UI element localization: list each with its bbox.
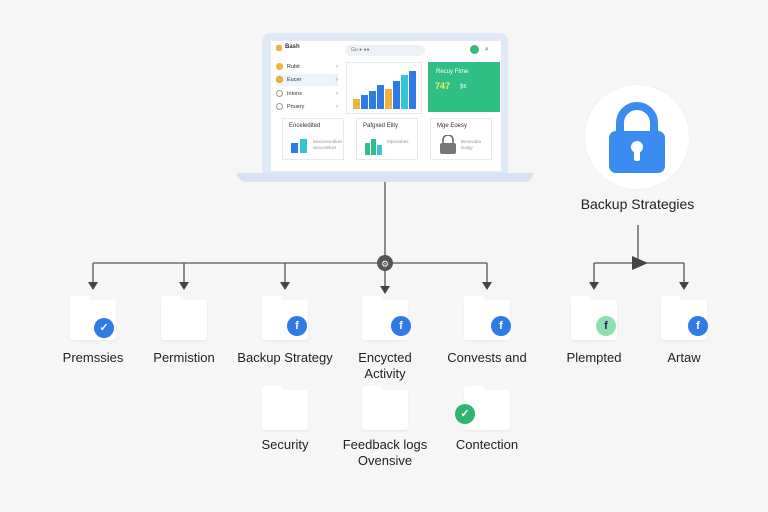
sidebar-dot-icon [276,63,283,71]
folder-label: Plempted [566,350,622,365]
check-badge-icon: ✓ [455,404,475,424]
mini-card-title: Enceledited [289,123,321,129]
mini-card-sub: Mpxisabes [387,139,409,144]
sidebar-item-label: Pnuery [287,104,305,110]
mini-card-sub: Beosvaba lsatgy [461,139,482,150]
sidebar-dot-icon [276,76,283,84]
sidebar-dot-icon [276,90,283,98]
folder-icon[interactable] [362,386,408,430]
folder-label: Contection [455,437,519,452]
folder-label: Convests and [447,350,527,365]
gear-hub-icon: ⚙ [377,255,393,271]
bar-chart-graphic [353,71,416,109]
folder-label: Feedback logs [342,437,428,452]
mini-card[interactable]: Enceledited Baxoxexedkas wexoxlekas [282,118,344,160]
sidebar-item-label: Intons [287,91,302,97]
arrow-right-icon [632,256,648,270]
folder-label: Backup Strategy [237,350,333,365]
sidebar-item[interactable]: Pnuery › [276,101,338,113]
chevron-right-icon: › [336,104,338,110]
brand-name: Bash [285,44,300,50]
brand-logo-icon [276,45,282,51]
stat-card-value: 747 [435,81,451,91]
avatar[interactable] [470,45,479,54]
folder-label: Activity [364,366,406,381]
chevron-right-icon: › [336,91,338,97]
stat-card-sub: ₿€ [460,84,467,90]
mini-card[interactable]: Mge Eoesy Beosvaba lsatgy [430,118,492,160]
chevron-right-icon: › [336,64,338,70]
bar-chart-card [346,62,422,114]
mini-card-title: Pafgxed Elity [363,123,399,129]
folder-label: Encycted [358,350,412,365]
info-badge-icon: f [491,316,511,336]
chevron-right-icon: › [336,77,338,83]
backup-strategies-title: Backup Strategies [580,196,695,212]
info-badge-icon: f [596,316,616,336]
lock-small-icon [440,135,456,154]
info-badge-icon: f [688,316,708,336]
info-badge-icon: f [287,316,307,336]
stat-card[interactable] [428,62,500,112]
sidebar-item[interactable]: Intons › [276,88,338,100]
sidebar-dot-icon [276,103,283,111]
mini-card-title: Mge Eoesy [437,123,468,129]
sidebar-item-label: Rubit [287,64,300,70]
folder-label: Security [261,437,309,452]
mini-card[interactable]: Pafgxed Elity Mpxisabes [356,118,418,160]
stat-card-title: Recuy Ftme [436,69,469,75]
mini-card-sub: Baxoxexedkas wexoxlekas [313,139,343,150]
folder-label: Ovensive [357,453,413,468]
folder-icon[interactable] [262,386,308,430]
sidebar-item[interactable]: Rubit › [276,61,338,73]
folder-icon[interactable] [161,296,207,340]
laptop-base [237,173,533,182]
folder-label: Permistion [153,350,215,365]
lock-badge [585,85,689,189]
lock-icon [609,102,665,173]
sidebar-item-label: Eucer [287,77,302,83]
chart-icon [291,139,307,153]
svg-text:⚙: ⚙ [381,260,389,270]
folder-label: Artaw [667,350,701,365]
info-badge-icon: f [391,316,411,336]
sidebar-item[interactable]: Eucer › [276,74,338,86]
chart-icon [365,139,382,155]
search-icon[interactable]: ⌕ [485,46,489,53]
check-badge-icon: ✓ [94,318,114,338]
folder-label: Premssies [62,350,124,365]
search-input[interactable]: Gu ● ●● [345,45,425,56]
